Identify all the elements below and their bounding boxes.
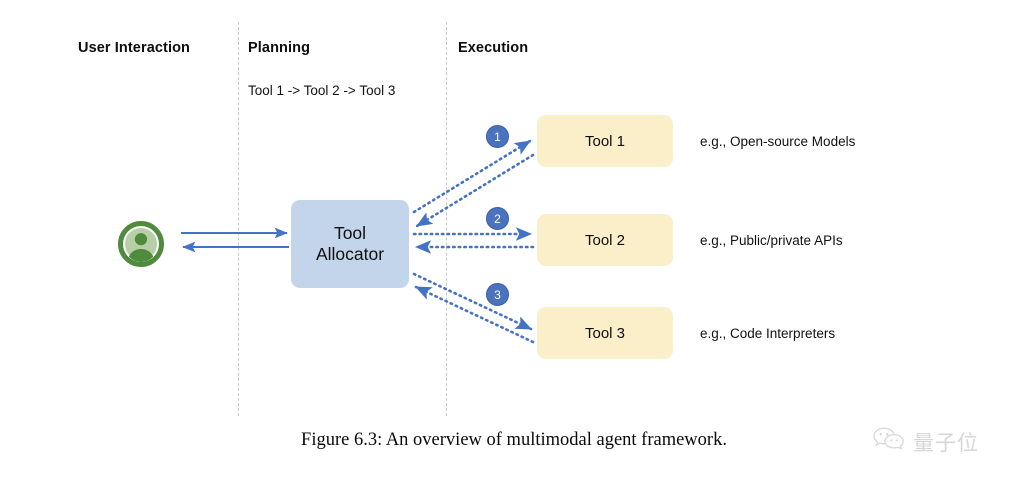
step-badge-2: 2 xyxy=(486,207,509,230)
watermark: 量子位 xyxy=(872,426,979,457)
arrow-user-to-allocator xyxy=(181,227,289,253)
arrow-allocator-to-tool-2 xyxy=(412,227,535,254)
arrow-allocator-to-tool-1 xyxy=(412,139,535,228)
step-badge-1: 1 xyxy=(486,125,509,148)
tool-1-example-label: e.g., Open-source Models xyxy=(700,134,856,149)
tool-allocator-label-line1: Tool xyxy=(333,222,367,243)
tool-box-2-label: Tool 2 xyxy=(584,231,626,249)
tool-box-3: Tool 3 xyxy=(537,307,673,359)
tool-allocator-box: Tool Allocator xyxy=(291,200,409,288)
step-badge-3: 3 xyxy=(486,283,509,306)
planning-sequence-text: Tool 1 -> Tool 2 -> Tool 3 xyxy=(248,83,396,98)
column-header-execution: Execution xyxy=(458,40,529,56)
tool-box-2: Tool 2 xyxy=(537,214,673,266)
user-avatar-icon xyxy=(118,221,164,267)
arrow-allocator-to-tool-3 xyxy=(412,272,535,344)
tool-2-example-label: e.g., Public/private APIs xyxy=(700,233,843,248)
column-divider-execution xyxy=(446,22,447,416)
tool-allocator-label-line2: Allocator xyxy=(315,244,385,264)
watermark-text: 量子位 xyxy=(913,430,979,455)
tool-box-1-label: Tool 1 xyxy=(584,132,626,150)
figure-caption: Figure 6.3: An overview of multimodal ag… xyxy=(301,430,727,450)
tool-3-example-label: e.g., Code Interpreters xyxy=(700,326,836,341)
tool-box-3-label: Tool 3 xyxy=(584,324,626,342)
wechat-bubbles-icon xyxy=(872,426,906,457)
column-header-user-interaction: User Interaction xyxy=(78,40,190,56)
column-divider-planning xyxy=(238,22,239,416)
column-header-planning: Planning xyxy=(248,40,311,56)
tool-box-1: Tool 1 xyxy=(537,115,673,167)
